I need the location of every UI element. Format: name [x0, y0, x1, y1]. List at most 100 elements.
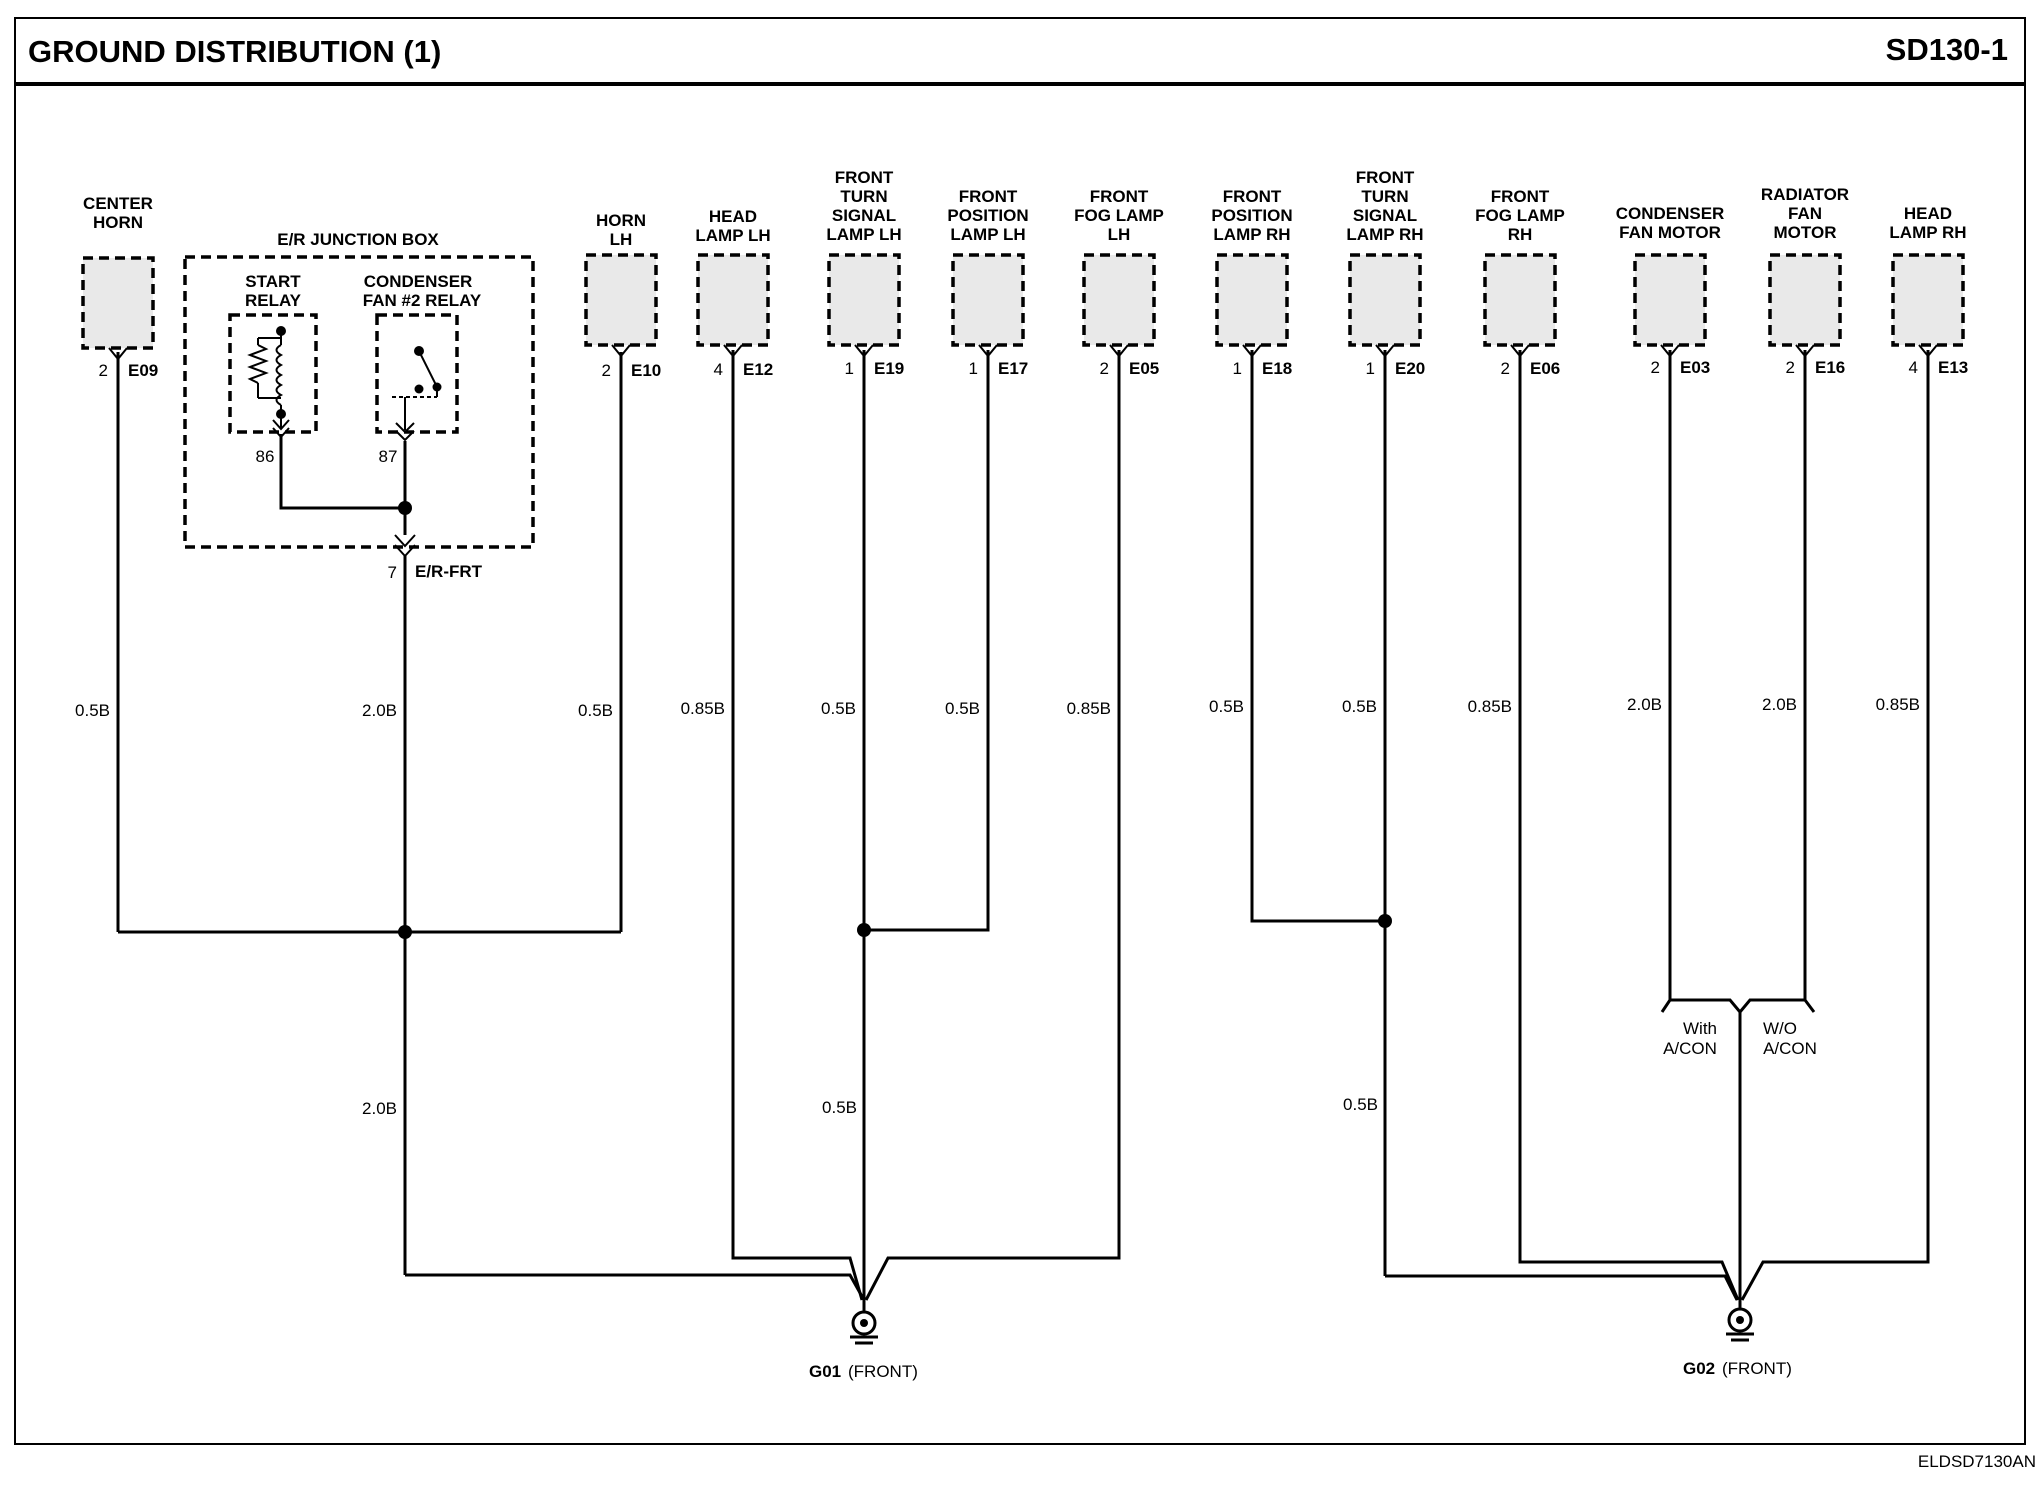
ground-g01-location: (FRONT) [848, 1362, 918, 1381]
head-lamp-lh-connector-id: E12 [743, 360, 773, 379]
condenser-fan-motor-name-line: FAN MOTOR [1619, 223, 1721, 242]
head-lamp-lh-name-line: HEAD [709, 207, 757, 226]
pin-87-label: 87 [379, 447, 398, 466]
front-position-lamp-lh-pin-number: 1 [969, 359, 978, 378]
front-turn-signal-lamp-lh-wire-size: 0.5B [821, 699, 856, 718]
horn-lh-name-line: LH [610, 230, 633, 249]
front-position-lamp-lh-name-line: FRONT [959, 187, 1018, 206]
front-position-lamp-lh-wire-size: 0.5B [945, 699, 980, 718]
center-horn-name-line: CENTER [83, 194, 153, 213]
head-lamp-rh-name-line: HEAD [1904, 204, 1952, 223]
front-fog-lamp-rh-wire-size: 0.85B [1468, 697, 1512, 716]
front-turn-signal-lamp-rh-name-line: FRONT [1356, 168, 1415, 187]
front-turn-signal-lamp-lh-name-line: SIGNAL [832, 206, 896, 225]
front-fog-lamp-lh-box [1082, 253, 1156, 347]
horn-lh-box [584, 253, 658, 347]
option-wo-acon-1: W/O [1763, 1019, 1797, 1038]
condenser-fan-motor-pin-number: 2 [1651, 358, 1660, 377]
head-lamp-lh-wire-size: 0.85B [681, 699, 725, 718]
option-wo-acon-2: A/CON [1763, 1039, 1817, 1058]
wire-size-left-trunk: 2.0B [362, 1099, 397, 1118]
condenser-relay-label-1: CONDENSER [364, 272, 473, 291]
front-position-lamp-rh-name-line: POSITION [1211, 206, 1292, 225]
diagram-code: SD130-1 [1886, 32, 2008, 67]
center-horn-connector-id: E09 [128, 361, 158, 380]
front-position-lamp-lh-name-line: POSITION [947, 206, 1028, 225]
ground-g02-symbol [1726, 1300, 1754, 1342]
head-lamp-lh-pin-number: 4 [714, 360, 723, 379]
pin-86-label: 86 [256, 447, 275, 466]
front-turn-signal-lamp-rh-name-line: TURN [1361, 187, 1408, 206]
junction-box-label: E/R JUNCTION BOX [277, 230, 439, 249]
junction-box-output-pin-number: 7 [388, 563, 397, 582]
condenser-relay-switch [392, 346, 442, 442]
option-with-acon-2: A/CON [1663, 1039, 1717, 1058]
front-position-lamp-rh-wire-size: 0.5B [1209, 697, 1244, 716]
front-turn-signal-lamp-lh-connector-id: E19 [874, 359, 904, 378]
front-position-lamp-rh-name-line: FRONT [1223, 187, 1282, 206]
start-relay [228, 313, 318, 434]
front-turn-signal-lamp-rh-box [1348, 253, 1422, 347]
front-turn-signal-lamp-rh-wire-size: 0.5B [1342, 697, 1377, 716]
condenser-fan-motor-wire-size: 2.0B [1627, 695, 1662, 714]
front-position-lamp-lh-box [951, 253, 1025, 347]
front-fog-lamp-rh-box [1483, 253, 1557, 347]
wire-size-junction: 2.0B [362, 701, 397, 720]
radiator-fan-motor-name-line: FAN [1788, 204, 1822, 223]
front-position-lamp-rh-connector-id: E18 [1262, 359, 1292, 378]
front-fog-lamp-rh-pin-number: 2 [1501, 359, 1510, 378]
head-lamp-rh-box [1891, 253, 1965, 347]
front-turn-signal-lamp-rh-connector-id: E20 [1395, 359, 1425, 378]
wire-size-g02-trunk: 0.5B [1343, 1095, 1378, 1114]
head-lamp-rh-name-line: LAMP RH [1889, 223, 1966, 242]
head-lamp-rh-connector-id: E13 [1938, 358, 1968, 377]
front-position-lamp-lh-name-line: LAMP LH [950, 225, 1025, 244]
condenser-fan-motor-box [1633, 253, 1707, 347]
front-position-lamp-rh-pin-number: 1 [1233, 359, 1242, 378]
ground-g01-symbol [850, 1300, 878, 1345]
center-horn-wire-size: 0.5B [75, 701, 110, 720]
head-lamp-lh-box [696, 253, 770, 347]
junction-box-output-connector: E/R-FRT [415, 562, 483, 581]
front-position-lamp-lh-connector-id: E17 [998, 359, 1028, 378]
footer-code: ELDSD7130AN [1918, 1452, 2036, 1471]
front-turn-signal-lamp-lh-box [827, 253, 901, 347]
front-fog-lamp-lh-name-line: LH [1108, 225, 1131, 244]
front-turn-signal-lamp-rh-name-line: SIGNAL [1353, 206, 1417, 225]
radiator-fan-motor-wire-size: 2.0B [1762, 695, 1797, 714]
head-lamp-lh-name-line: LAMP LH [695, 226, 770, 245]
front-turn-signal-lamp-lh-name-line: FRONT [835, 168, 894, 187]
start-relay-coil [247, 326, 290, 439]
front-fog-lamp-rh-name-line: FRONT [1491, 187, 1550, 206]
front-fog-lamp-rh-name-line: FOG LAMP [1475, 206, 1565, 225]
head-lamp-rh-pin-number: 4 [1909, 358, 1918, 377]
horn-lh-wire-size: 0.5B [578, 701, 613, 720]
front-position-lamp-rh-box [1215, 253, 1289, 347]
front-turn-signal-lamp-lh-name-line: LAMP LH [826, 225, 901, 244]
head-lamp-rh-wire-size: 0.85B [1876, 695, 1920, 714]
relay-86-wire [279, 434, 405, 510]
radiator-fan-motor-pin-number: 2 [1786, 358, 1795, 377]
horn-lh-name-line: HORN [596, 211, 646, 230]
center-horn-name-line: HORN [93, 213, 143, 232]
radiator-fan-motor-connector-id: E16 [1815, 358, 1845, 377]
center-horn-box [81, 256, 155, 350]
front-fog-lamp-lh-wire-size: 0.85B [1067, 699, 1111, 718]
ground-g02-location: (FRONT) [1722, 1359, 1792, 1378]
center-horn-pin-number: 2 [99, 361, 108, 380]
front-turn-signal-lamp-lh-name-line: TURN [840, 187, 887, 206]
diagram-frame [14, 17, 2026, 1445]
junction-box-splice [398, 501, 412, 515]
start-relay-label-1: START [245, 272, 301, 291]
ground-g02-name: G02 [1683, 1359, 1715, 1378]
front-turn-signal-lamp-rh-pin-number: 1 [1366, 359, 1375, 378]
radiator-fan-motor-name-line: RADIATOR [1761, 185, 1849, 204]
front-turn-signal-lamp-lh-pin-number: 1 [845, 359, 854, 378]
horn-lh-connector-id: E10 [631, 361, 661, 380]
front-fog-lamp-rh-connector-id: E06 [1530, 359, 1560, 378]
condenser-fan-motor-name-line: CONDENSER [1616, 204, 1725, 223]
horn-lh-pin-number: 2 [602, 361, 611, 380]
radiator-fan-motor-box [1768, 253, 1842, 347]
